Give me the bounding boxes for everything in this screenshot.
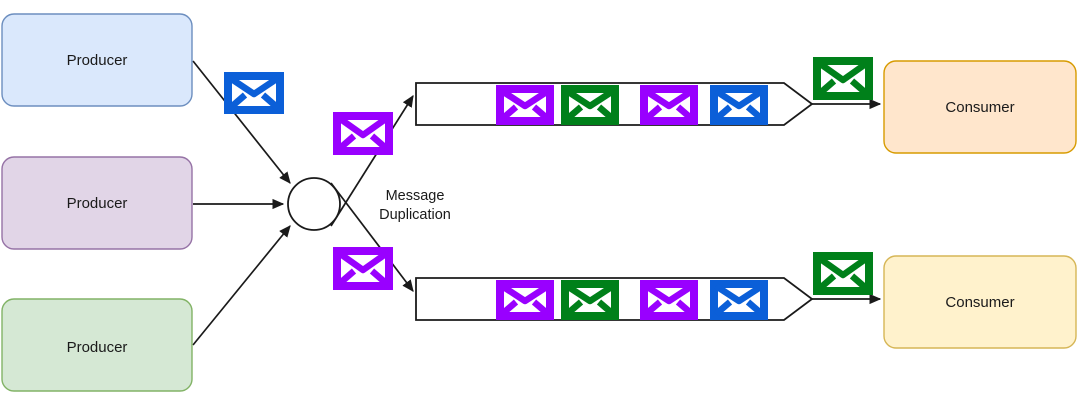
connector-group	[192, 60, 882, 346]
producers-group: Producer Producer Producer	[1, 13, 193, 392]
queue-bottom-messages	[496, 280, 768, 320]
floating-messages-group	[224, 57, 873, 295]
message-duplication-node[interactable]	[287, 177, 341, 231]
connector-producer-3-to-hub	[192, 225, 291, 346]
producer-3[interactable]: Producer	[1, 298, 193, 392]
producer-2-box[interactable]	[1, 156, 193, 250]
connector-producer-1-to-hub	[192, 60, 291, 184]
envelope-blue	[710, 85, 768, 125]
envelope-blue-producer	[224, 72, 284, 114]
envelope-purple	[640, 85, 698, 125]
queue-bottom[interactable]	[415, 277, 814, 321]
connector-hub-to-queue-bottom	[330, 182, 414, 292]
envelope-blue	[710, 280, 768, 320]
consumer-2[interactable]: Consumer	[883, 255, 1077, 349]
envelope-green-consumer-bottom	[813, 252, 873, 295]
envelope-purple	[496, 280, 554, 320]
producer-1[interactable]: Producer	[1, 13, 193, 107]
consumer-2-box[interactable]	[883, 255, 1077, 349]
envelope-green	[561, 280, 619, 320]
queues-group	[415, 82, 814, 321]
producer-3-label: Producer	[67, 339, 128, 356]
producer-2[interactable]: Producer	[1, 156, 193, 250]
message-duplication-annotation: Message Duplication	[379, 188, 451, 223]
consumers-group: Consumer Consumer	[883, 60, 1077, 349]
annotation-line-2: Duplication	[379, 207, 451, 223]
envelope-purple	[640, 280, 698, 320]
producer-1-box[interactable]	[1, 13, 193, 107]
envelope-purple-fork-top	[333, 112, 393, 155]
annotation-line-1: Message	[386, 188, 445, 204]
envelope-purple	[496, 85, 554, 125]
queue-top-messages	[496, 85, 768, 125]
producer-1-label: Producer	[67, 52, 128, 69]
connector-hub-to-queue-top	[330, 94, 414, 227]
envelope-green	[561, 85, 619, 125]
consumer-1-label: Consumer	[945, 99, 1014, 116]
producer-2-label: Producer	[67, 195, 128, 212]
consumer-1-box[interactable]	[883, 60, 1077, 154]
producer-3-box[interactable]	[1, 298, 193, 392]
envelope-purple-fork-bottom	[333, 247, 393, 290]
envelope-green-consumer-top	[813, 57, 873, 100]
consumer-2-label: Consumer	[945, 294, 1014, 311]
queue-top[interactable]	[415, 82, 814, 126]
consumer-1[interactable]: Consumer	[883, 60, 1077, 154]
